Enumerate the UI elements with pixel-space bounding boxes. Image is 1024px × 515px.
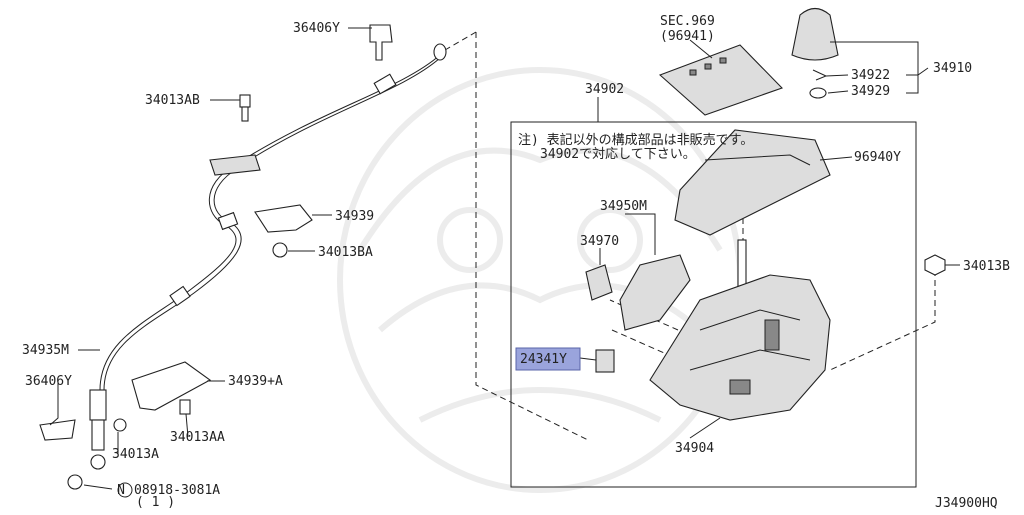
indicator-plate[interactable] (658, 44, 783, 116)
connector-24341Y[interactable] (595, 349, 615, 373)
label-34013B[interactable]: 34013B (963, 259, 1010, 274)
label-34904[interactable]: 34904 (675, 441, 714, 456)
label-34902[interactable]: 34902 (585, 82, 624, 97)
label-34939A[interactable]: 34939+A (228, 374, 283, 389)
label-34013AA[interactable]: 34013AA (170, 430, 225, 445)
label-sec969-ref: (96941) (660, 29, 715, 44)
n-symbol-circle (117, 482, 133, 498)
label-96940Y[interactable]: 96940Y (854, 150, 901, 165)
label-34013BA[interactable]: 34013BA (318, 245, 373, 260)
label-34910[interactable]: 34910 (933, 61, 972, 76)
n-symbol: N (117, 483, 125, 498)
switch-34970[interactable] (585, 264, 613, 301)
note-line-2: 34902で対応して下さい。 (540, 147, 696, 162)
clip-36406Y-top[interactable] (369, 24, 393, 61)
label-34970[interactable]: 34970 (580, 234, 619, 249)
shift-cable[interactable] (89, 43, 447, 470)
bracket-34939[interactable] (254, 204, 313, 258)
highlight-24341Y (515, 347, 581, 371)
label-34950M[interactable]: 34950M (600, 199, 647, 214)
cover-96940Y[interactable] (674, 129, 831, 236)
label-36406Y-top[interactable]: 36406Y (293, 21, 340, 36)
label-34013A[interactable]: 34013A (112, 447, 159, 462)
nut-34013B[interactable] (924, 254, 946, 276)
label-34013AB[interactable]: 34013AB (145, 93, 200, 108)
bracket-34939A[interactable] (113, 361, 212, 432)
label-34922[interactable]: 34922 (851, 68, 890, 83)
label-34939[interactable]: 34939 (335, 209, 374, 224)
shift-knob[interactable] (791, 7, 839, 99)
label-36406Y-bottom[interactable]: 36406Y (25, 374, 72, 389)
label-34929[interactable]: 34929 (851, 84, 890, 99)
label-sec969[interactable]: SEC.969 (660, 14, 715, 29)
part-34950M[interactable] (619, 254, 691, 331)
note-line-1: 注) 表記以外の構成部品は非販売です。 (518, 132, 753, 148)
nut-08918-3081A[interactable] (67, 474, 83, 490)
diagram-code: J34900HQ (935, 496, 998, 511)
shifter-body-34904[interactable] (649, 239, 831, 421)
clip-36406Y-bottom[interactable] (39, 419, 76, 441)
bolt-34013AB[interactable] (239, 94, 251, 122)
assembly-box (510, 121, 917, 488)
label-34935M[interactable]: 34935M (22, 343, 69, 358)
label-24341Y[interactable]: 24341Y (520, 352, 567, 367)
label-08918-qty: ( 1 ) (136, 495, 175, 510)
label-08918-3081A[interactable]: 08918-3081A (134, 483, 220, 498)
